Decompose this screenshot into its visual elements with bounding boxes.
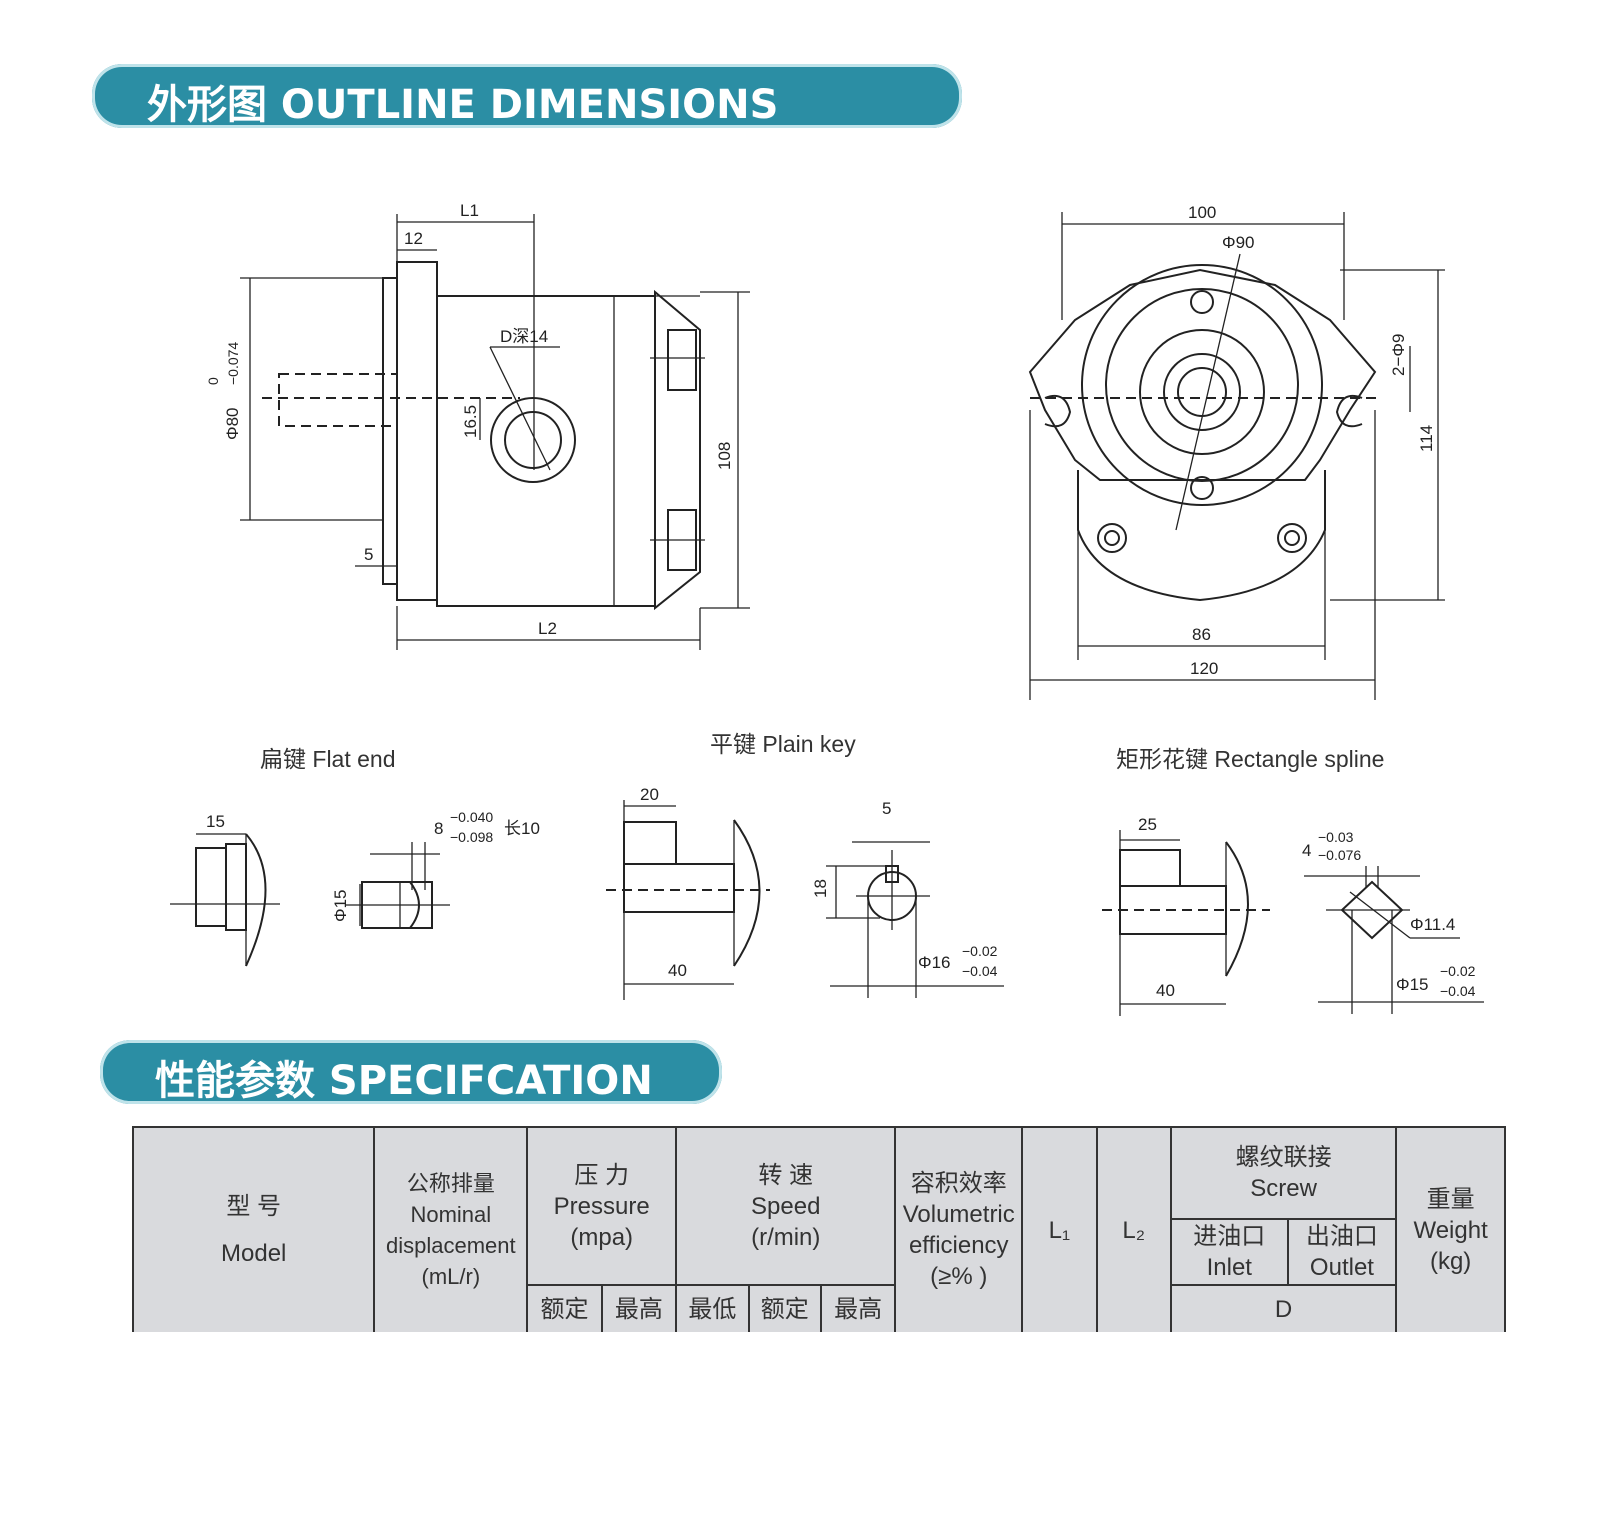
header-pressure-rated: 额定 <box>526 1284 603 1334</box>
dim-phi90: Φ90 <box>1222 233 1254 252</box>
header-speed-rated: 额定 <box>747 1284 822 1334</box>
disp-unit: (mL/r) <box>421 1264 481 1289</box>
tol-flat-upper: −0.040 <box>450 809 493 825</box>
outline-banner-title: 外形图 OUTLINE DIMENSIONS <box>147 82 779 128</box>
weight-unit: (kg) <box>1429 1247 1472 1275</box>
dim-spline-phi15: Φ15 <box>1396 975 1428 994</box>
dim-5: 5 <box>364 545 373 564</box>
header-volumetric: 容积效率 Volumetric efficiency (≥% ) <box>894 1126 1024 1334</box>
dim-L1: L1 <box>460 201 479 220</box>
disp-en2: displacement <box>386 1233 516 1258</box>
dim-12: 12 <box>404 229 423 248</box>
dim-flat-15: 15 <box>206 812 225 831</box>
tol-flat-lower: −0.098 <box>450 829 493 845</box>
disp-en1: Nominal <box>410 1202 492 1227</box>
header-pressure-max: 最高 <box>600 1284 678 1334</box>
header-weight: 重量 Weight (kg) <box>1395 1126 1506 1334</box>
disp-cn: 公称排量 <box>406 1171 495 1196</box>
dim-plain-phi16: Φ16 <box>918 953 950 972</box>
vol-en2: efficiency <box>908 1232 1009 1259</box>
caption-plain-key: 平键 Plain key <box>710 731 856 757</box>
dim-spline-4: 4 <box>1302 841 1311 860</box>
header-displacement: 公称排量 Nominal displacement (mL/r) <box>373 1126 529 1334</box>
dim-spline-phi11-4: Φ11.4 <box>1410 915 1455 934</box>
speed-cn: 转 速 <box>758 1161 814 1189</box>
dim-120: 120 <box>1190 659 1218 678</box>
dim-flat-length: 长10 <box>504 819 540 838</box>
dim-d-depth: D深14 <box>500 327 548 346</box>
page-bottom-blank <box>0 1332 1600 1532</box>
dim-plain-40: 40 <box>668 961 687 980</box>
dim-2-phi9: 2−Φ9 <box>1389 334 1408 376</box>
dim-phi80: Φ80 <box>223 408 242 440</box>
vol-en1: Volumetric <box>902 1201 1015 1228</box>
dim-plain-20: 20 <box>640 785 659 804</box>
vol-unit: (≥% ) <box>930 1263 988 1290</box>
dim-plain-5: 5 <box>882 799 891 818</box>
spec-banner-title: 性能参数 SPECIFCATION <box>155 1058 653 1104</box>
dim-L2: L2 <box>538 619 557 638</box>
dim-114: 114 <box>1417 425 1436 452</box>
inlet-cn: 进油口 <box>1193 1223 1266 1250</box>
header-L2: L₂ <box>1095 1126 1172 1334</box>
dim-spline-40: 40 <box>1156 981 1175 1000</box>
dim-flat-phi15: Φ15 <box>331 890 350 922</box>
rectangle-spline-shaft-drawing: 矩形花键 Rectangle spline 25 40 4 −0.03 −0.0… <box>1102 746 1484 1016</box>
dim-86: 86 <box>1192 625 1211 644</box>
dim-plain-18: 18 <box>811 879 830 898</box>
press-en: Pressure <box>553 1192 650 1220</box>
header-speed: 转 速 Speed (r/min) <box>675 1126 897 1286</box>
flat-end-shaft-drawing: 扁键 Flat end 15 8 −0.040 −0.098 长10 Φ15 <box>170 746 540 967</box>
plain-key-shaft-drawing: 平键 Plain key 20 40 5 18 Φ16 −0.02 −0.04 <box>606 731 1004 1000</box>
tol-spline-lower: −0.04 <box>1440 983 1476 999</box>
dim-108: 108 <box>715 442 734 470</box>
press-unit: (mpa) <box>570 1223 634 1251</box>
speed-unit: (r/min) <box>751 1223 821 1251</box>
header-outlet: 出油口 Outlet <box>1286 1218 1398 1286</box>
front-view-drawing: 100 Φ90 2−Φ9 114 86 120 <box>1028 203 1445 700</box>
weight-cn: 重量 <box>1426 1185 1475 1213</box>
inlet-en: Inlet <box>1206 1254 1252 1281</box>
model-en: Model <box>221 1240 287 1267</box>
dim-100: 100 <box>1188 203 1216 222</box>
outline-dimensions-banner: 外形图 OUTLINE DIMENSIONS <box>92 64 962 128</box>
speed-en: Speed <box>751 1192 821 1220</box>
tol-phi80-lower: −0.074 <box>225 342 241 385</box>
header-pressure: 压 力 Pressure (mpa) <box>526 1126 678 1286</box>
vol-cn: 容积效率 <box>910 1170 1007 1197</box>
tol-spline-upper: −0.02 <box>1440 963 1476 979</box>
tol-plain-lower: −0.04 <box>962 963 998 979</box>
weight-en: Weight <box>1413 1216 1488 1244</box>
side-view-drawing: L1 12 D深14 16.5 Φ80 0 −0.074 108 5 L2 <box>205 201 750 650</box>
dim-spline-25: 25 <box>1138 815 1157 834</box>
header-screw: 螺纹联接 Screw <box>1169 1126 1398 1220</box>
tol-plain-upper: −0.02 <box>962 943 998 959</box>
tol-spline4-upper: −0.03 <box>1318 829 1354 845</box>
specification-banner: 性能参数 SPECIFCATION <box>100 1040 722 1104</box>
header-inlet: 进油口 Inlet <box>1169 1218 1289 1286</box>
screw-cn: 螺纹联接 <box>1235 1144 1332 1171</box>
caption-flat-end: 扁键 Flat end <box>260 746 396 772</box>
header-L1: L₁ <box>1021 1126 1098 1334</box>
header-screw-D: D <box>1169 1284 1398 1334</box>
screw-en: Screw <box>1250 1175 1317 1202</box>
header-model: 型 号 Model <box>131 1126 376 1334</box>
press-cn: 压 力 <box>574 1161 630 1189</box>
tol-phi80-upper: 0 <box>205 377 221 385</box>
tol-spline4-lower: −0.076 <box>1318 847 1361 863</box>
dim-16-5: 16.5 <box>461 405 480 438</box>
specification-table: 型 号 Model 公称排量 Nominal displacement (mL/… <box>131 1126 1506 1334</box>
header-speed-min: 最低 <box>675 1284 750 1334</box>
caption-rect-spline: 矩形花键 Rectangle spline <box>1116 746 1384 772</box>
header-speed-max: 最高 <box>819 1284 897 1334</box>
model-cn: 型 号 <box>226 1193 282 1220</box>
dim-flat-8: 8 <box>434 819 443 838</box>
outlet-cn: 出油口 <box>1305 1223 1378 1250</box>
outlet-en: Outlet <box>1309 1254 1374 1281</box>
